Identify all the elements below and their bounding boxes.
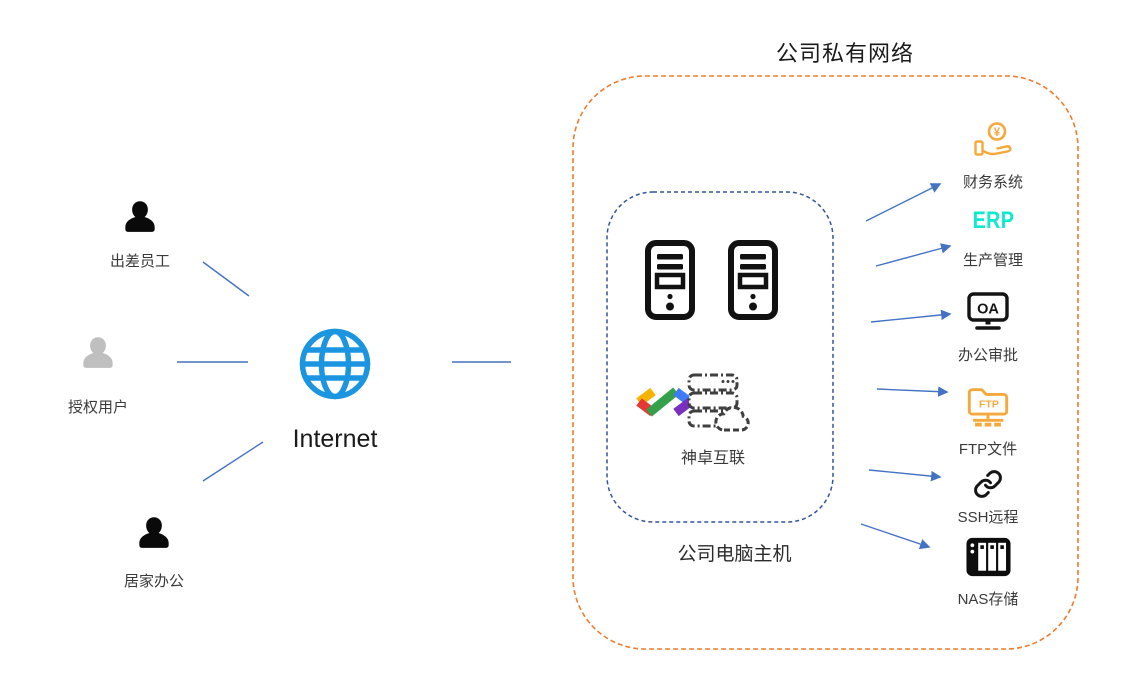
internet-node: Internet <box>285 326 385 454</box>
link-icon <box>974 470 1002 498</box>
user-label: 授权用户 <box>67 399 128 416</box>
service-erp: ERP 生产管理 <box>938 209 1048 270</box>
user-node-authorized: 授权用户 <box>48 332 148 417</box>
user-label: 出差员工 <box>109 253 170 270</box>
host-box <box>606 191 834 523</box>
service-label: 办公审批 <box>957 347 1018 364</box>
service-finance: ¥ 财务系统 <box>938 121 1048 192</box>
user-node-traveler: 出差员工 <box>90 196 190 271</box>
service-label: FTP文件 <box>958 441 1018 458</box>
internet-label: Internet <box>292 425 378 453</box>
oa-monitor-icon: OA <box>967 292 1009 330</box>
service-label: NAS存储 <box>957 591 1019 608</box>
service-oa: OA 办公审批 <box>933 291 1043 365</box>
erp-logo-text: ERP <box>972 207 1014 234</box>
storage-cloud-icon <box>687 373 750 432</box>
ftp-folder-icon: FTP <box>967 388 1009 427</box>
finance-hand-coin-icon: ¥ <box>974 122 1012 156</box>
host-box-caption: 公司电脑主机 <box>677 544 792 565</box>
service-label: SSH远程 <box>957 509 1019 526</box>
globe-icon <box>299 328 371 400</box>
nas-storage-icon <box>965 537 1011 577</box>
brand-label: 神卓互联 <box>680 450 745 467</box>
service-ssh: SSH远程 <box>933 469 1043 527</box>
arrow-nas <box>860 523 931 550</box>
arrow-ssh <box>868 469 942 482</box>
user-icon <box>125 201 155 232</box>
service-nas: NAS存储 <box>933 536 1043 609</box>
brand-logo-icon <box>636 387 693 417</box>
connector-traveler-internet <box>202 261 250 297</box>
arrow-finance <box>865 183 942 222</box>
server-tower-icon <box>728 240 778 320</box>
oa-text: OA <box>977 302 999 318</box>
private-network-title: 公司私有网络 <box>775 41 914 66</box>
service-label: 财务系统 <box>962 174 1023 191</box>
coin-currency-symbol: ¥ <box>994 127 1001 139</box>
server-tower-icon <box>645 240 695 320</box>
ftp-text: FTP <box>979 398 999 410</box>
service-ftp: FTP FTP文件 <box>933 380 1043 459</box>
service-label: 生产管理 <box>962 252 1023 269</box>
connector-home-internet <box>202 441 264 482</box>
user-icon <box>139 517 169 548</box>
user-icon <box>83 337 113 368</box>
user-label: 居家办公 <box>123 573 184 590</box>
user-node-home: 居家办公 <box>104 512 204 591</box>
